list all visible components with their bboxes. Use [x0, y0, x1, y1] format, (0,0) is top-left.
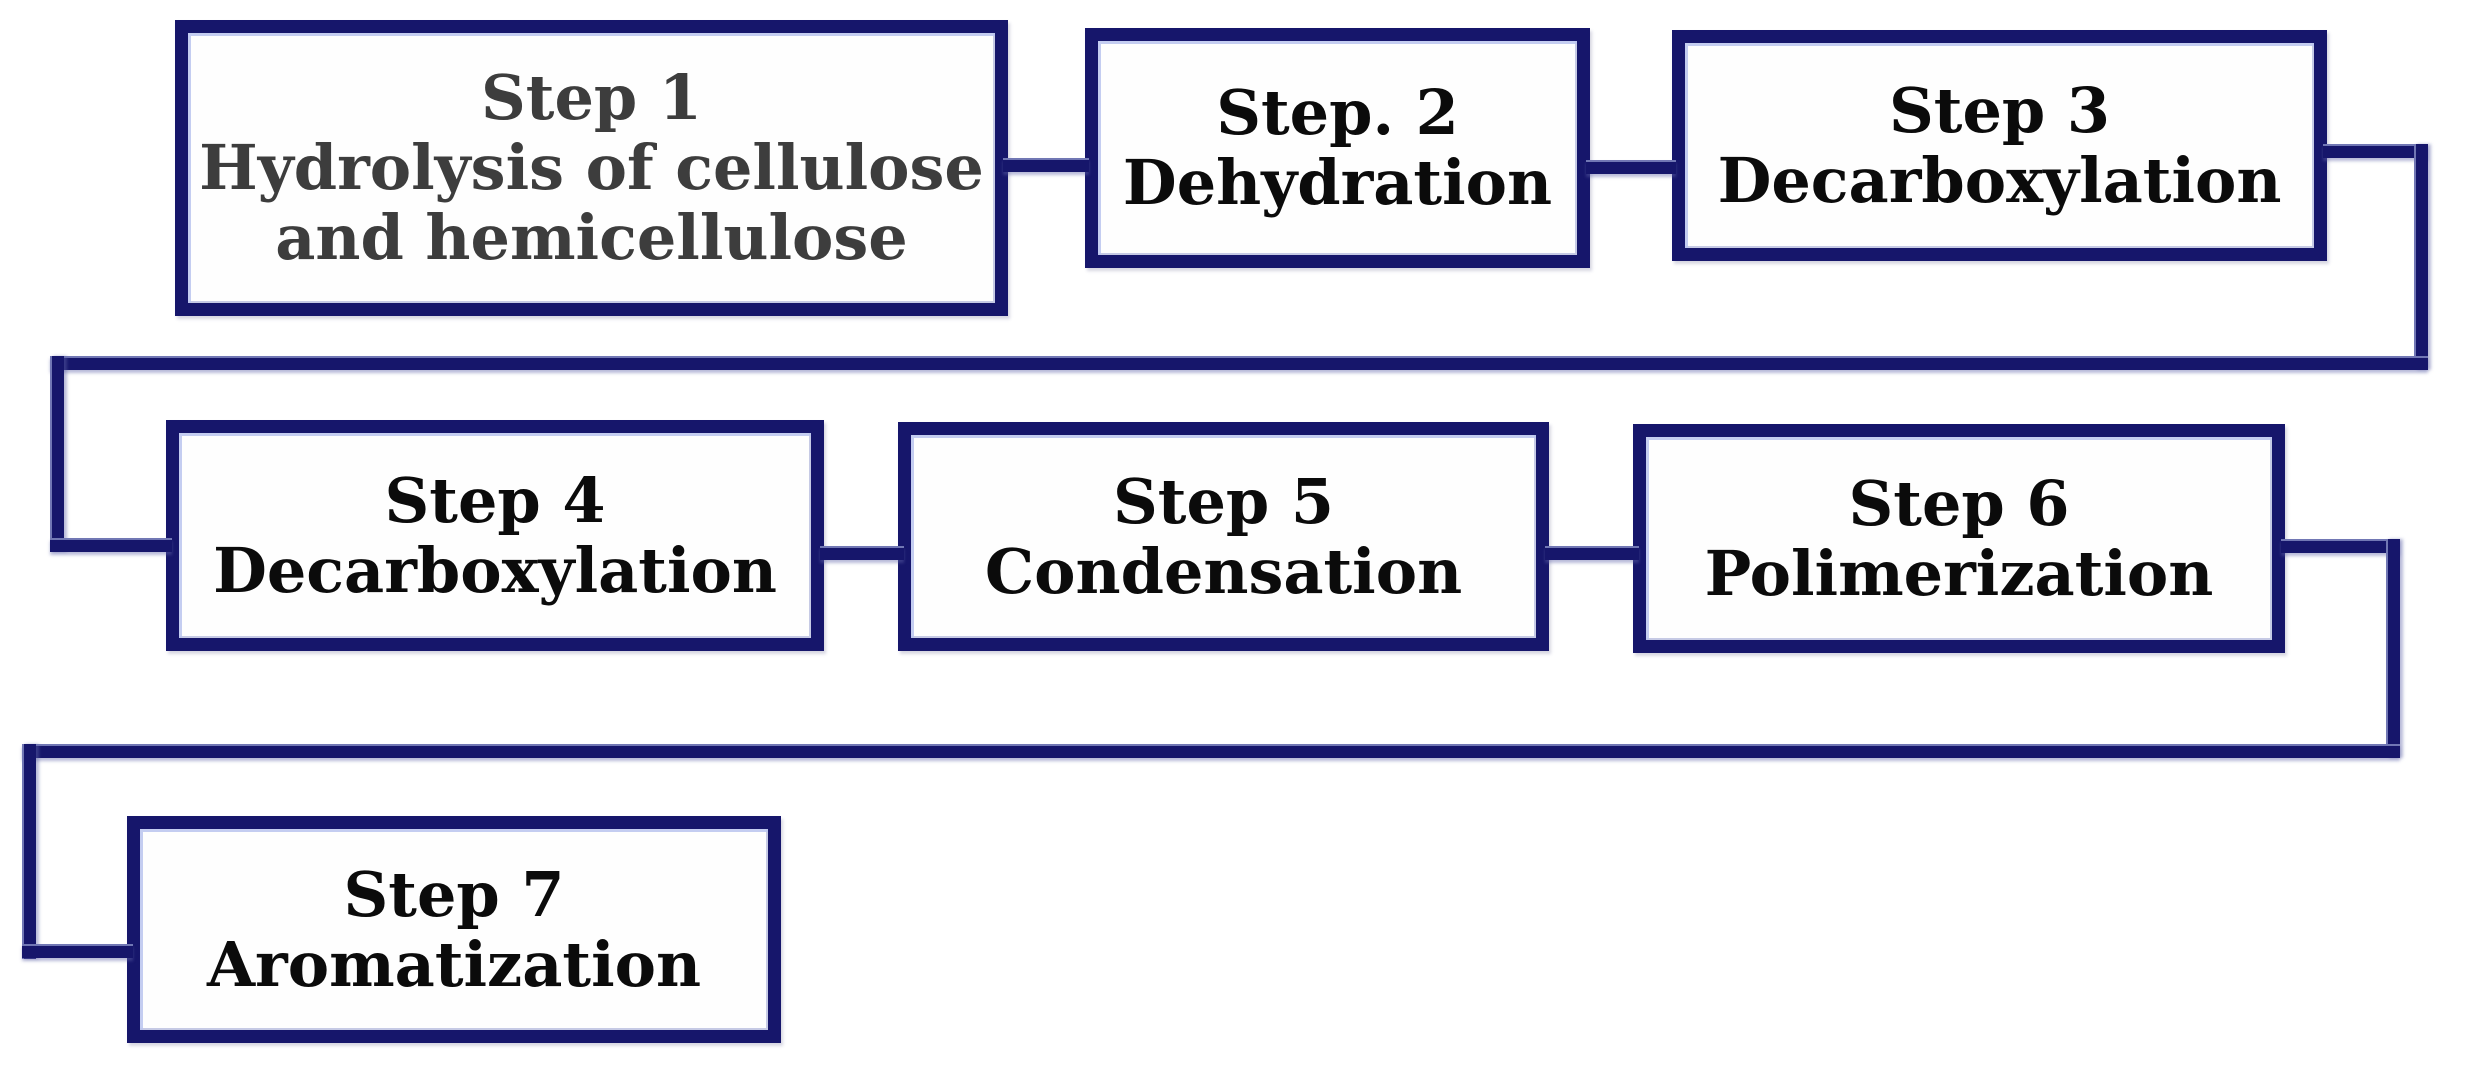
connector-step2-step3 [1586, 160, 1676, 174]
step-box-2: Step. 2 Dehydration [1085, 28, 1590, 268]
step-4-label: Decarboxylation [213, 533, 777, 607]
step-7-title: Step 7 [343, 857, 565, 931]
connector-step6-step7-exit [2281, 539, 2400, 553]
step-5-label: Condensation [984, 534, 1463, 608]
connector-step3-step4-left-vertical [50, 356, 64, 552]
step-1-label-line-2: and hemicellulose [275, 201, 908, 274]
step-5-title: Step 5 [1113, 464, 1334, 538]
step-4-title: Step 4 [384, 463, 606, 537]
connector-step1-step2 [1003, 158, 1089, 172]
step-box-4: Step 4 Decarboxylation [166, 420, 824, 651]
step-2-title: Step. 2 [1216, 76, 1459, 149]
connector-step6-step7-right-vertical [2386, 539, 2400, 758]
connector-step3-step4-entry [50, 538, 172, 552]
step-3-label: Decarboxylation [1717, 143, 2282, 217]
step-1-label-line-1: Hydrolysis of cellulose [199, 131, 984, 204]
connector-step3-step4-long-horizontal [50, 356, 2428, 370]
step-box-1: Step 1 Hydrolysis of cellulose and hemic… [175, 20, 1008, 316]
step-2-label: Dehydration [1122, 146, 1553, 219]
step-6-label: Polimerization [1704, 536, 2214, 610]
connector-step3-step4-exit [2323, 144, 2428, 158]
connector-step3-step4-right-vertical [2414, 144, 2428, 370]
step-1-title: Step 1 [481, 61, 702, 134]
connector-step5-step6 [1545, 546, 1639, 560]
step-box-6: Step 6 Polimerization [1633, 424, 2285, 653]
step-6-title: Step 6 [1848, 466, 2070, 540]
step-3-title: Step 3 [1889, 73, 2110, 147]
step-box-3: Step 3 Decarboxylation [1672, 30, 2327, 261]
connector-step4-step5 [820, 546, 904, 560]
step-box-5: Step 5 Condensation [898, 422, 1549, 651]
connector-step6-step7-left-vertical [22, 744, 36, 959]
step-box-7: Step 7 Aromatization [127, 816, 781, 1043]
connector-step6-step7-entry [22, 944, 133, 958]
step-7-label: Aromatization [206, 927, 702, 1001]
connector-step6-step7-long-horizontal [22, 744, 2400, 758]
